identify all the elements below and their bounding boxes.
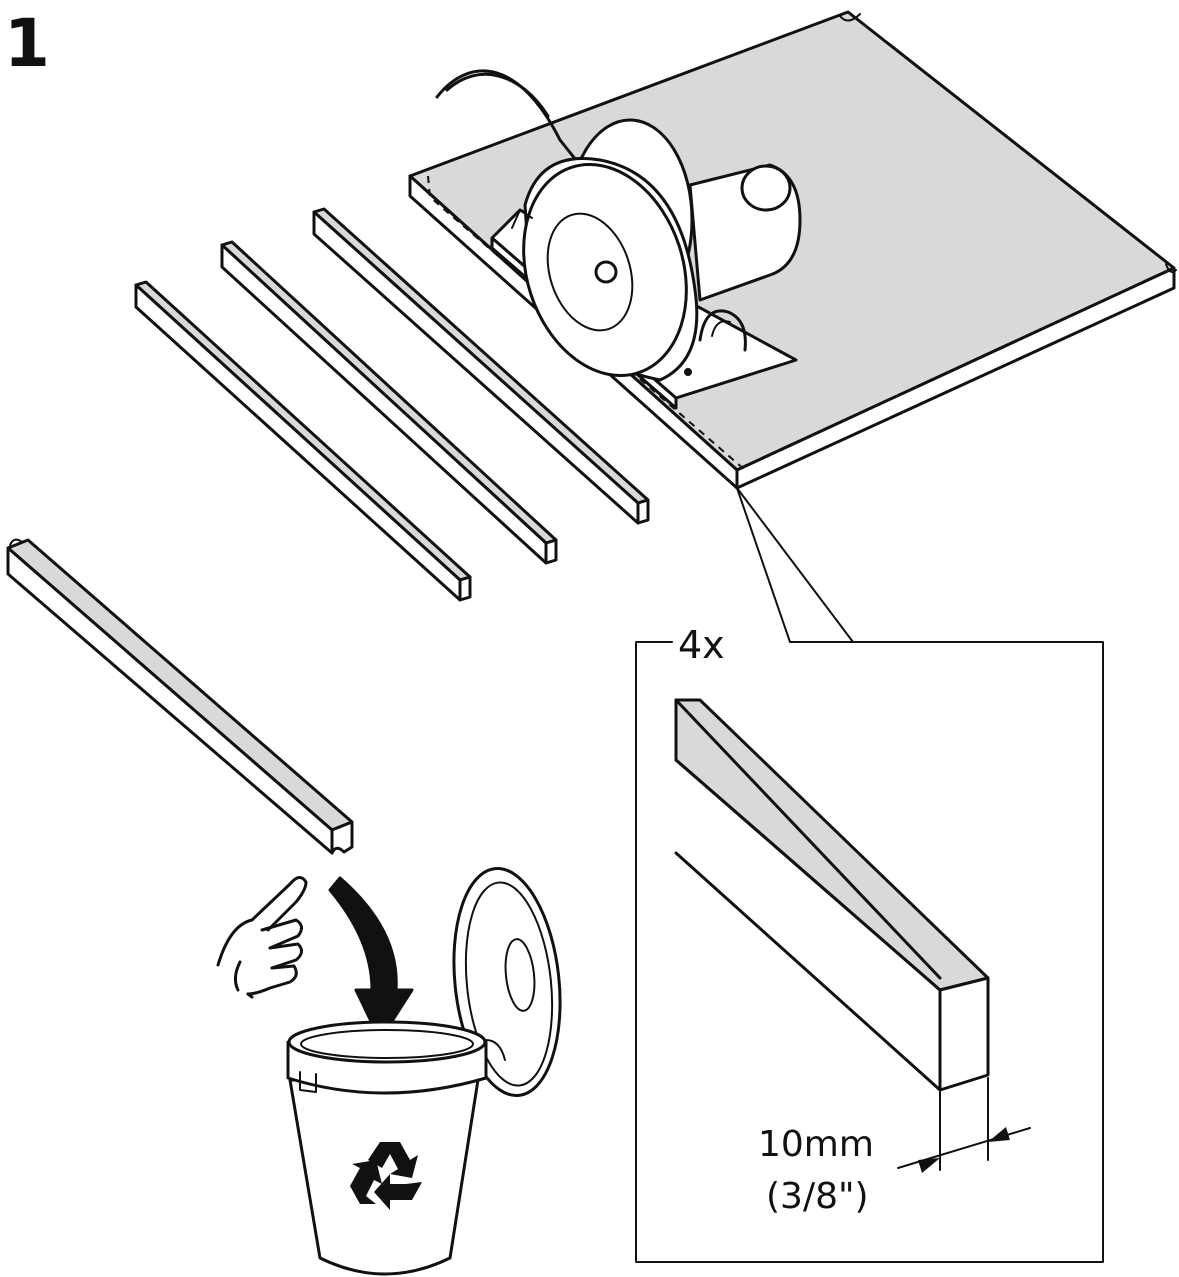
wood-strip-1: [134, 280, 472, 602]
callout-box: 4x: [635, 487, 1104, 1263]
pointing-hand-icon: [216, 876, 308, 999]
recycle-symbol-icon: [350, 1142, 422, 1210]
dimension-arrow-left: [918, 1158, 940, 1173]
strip-detail: 10mm (3/8"): [674, 698, 1031, 1217]
circular-saw-icon: [435, 69, 802, 410]
discarded-strip: [6, 538, 354, 855]
quantity-label: 4x: [678, 623, 725, 667]
dimension-imperial: (3/8"): [766, 1176, 869, 1217]
dimension-arrow-right: [988, 1127, 1010, 1142]
wood-strip-3: [312, 207, 650, 525]
step-number: 1: [4, 5, 50, 82]
recycle-bin-icon: [286, 866, 562, 1276]
wood-strip-2: [220, 240, 558, 565]
dimension-metric: 10mm: [758, 1124, 874, 1165]
down-arrow-icon: [328, 876, 414, 1042]
